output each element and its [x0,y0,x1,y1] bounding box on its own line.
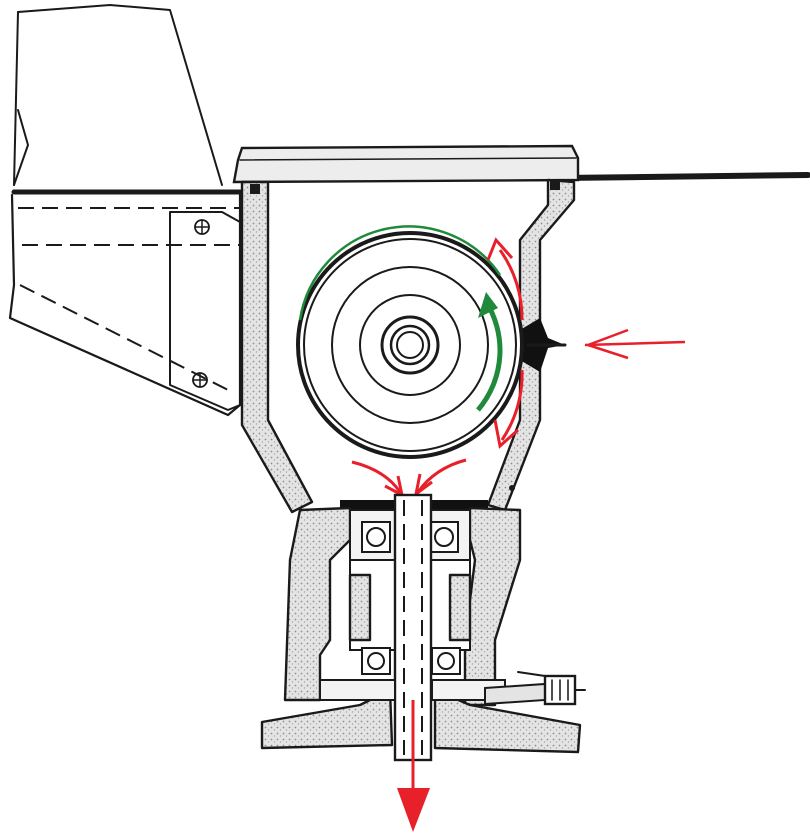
red-arrow-left-icon [584,328,629,360]
seal-left [250,184,260,194]
upper-support-structure [11,4,243,195]
rotation-arrow [298,225,503,412]
seal-right [550,180,560,190]
right-mounting-plate [557,172,810,181]
side-mounting-bracket [8,193,242,417]
outlet-arrow [397,700,430,832]
bolt-icon [194,219,210,235]
grinding-wheel [296,231,524,459]
red-arrow-down-icon [397,788,430,832]
green-arrow-icon [478,292,498,318]
flow-arrows [351,237,686,498]
bolt-icon [192,372,208,388]
top-cover-plate [232,144,580,184]
side-fluid-inlet-nozzle [520,318,567,372]
ball-bearings [361,521,461,675]
red-arrow-down-small-icon [493,419,519,449]
side-fitting [484,671,586,706]
red-arrow-up-icon [486,237,514,261]
